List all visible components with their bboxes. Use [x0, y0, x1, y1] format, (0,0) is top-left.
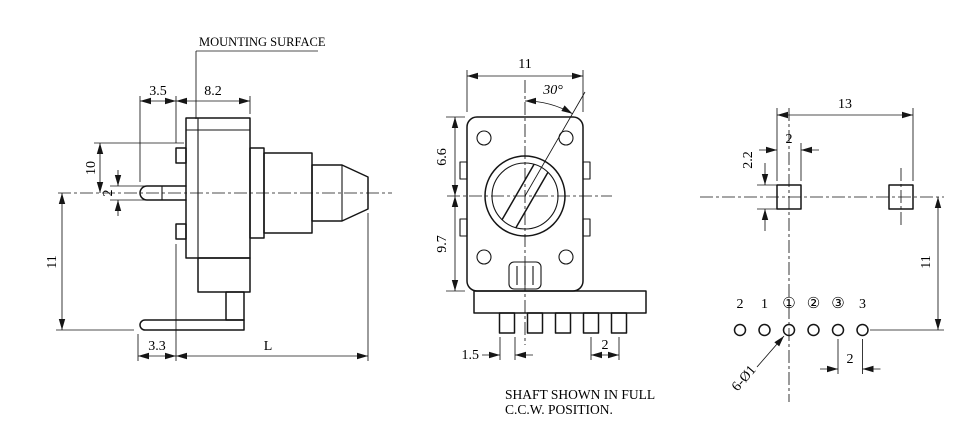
- dim-label: 11: [45, 255, 60, 268]
- dim-label: 13: [838, 97, 852, 112]
- side-view-body: [58, 117, 392, 331]
- front-view: 30° 11 6.6 9.7 1.5 2: [435, 57, 655, 417]
- terminal-pin: [582, 312, 600, 334]
- corner-hole: [558, 249, 574, 265]
- terminal-label: ②: [807, 294, 820, 312]
- terminal-hole: [782, 323, 796, 337]
- side-tab: [582, 218, 591, 237]
- dim-2-front: 2: [590, 337, 620, 360]
- mounting-surface-callout: MOUNTING SURFACE: [195, 35, 326, 119]
- terminal-label: ①: [782, 294, 795, 312]
- corner-hole: [476, 249, 492, 265]
- angle-reference-line: [524, 91, 586, 197]
- dim-label: 2: [847, 352, 854, 367]
- dim-11-right: 11: [870, 197, 944, 331]
- dim-label: 2: [786, 132, 793, 147]
- dim-label: 1.5: [462, 348, 480, 363]
- angle-arc: [524, 97, 573, 115]
- terminal-hole: [733, 323, 747, 337]
- terminal-labels: 2 1 ① ② ③ 3: [737, 294, 867, 312]
- front-view-body: [447, 80, 647, 345]
- dim-9-7: 9.7: [435, 196, 465, 292]
- dim-label: 11: [518, 57, 531, 72]
- pcb-layout-view: 13 2 2.2 11 2: [700, 97, 944, 402]
- dim-label: 3.5: [149, 84, 167, 99]
- slot-edge: [501, 163, 535, 221]
- dim-L: L: [176, 213, 369, 361]
- dim-8-2: 8.2: [176, 84, 251, 114]
- dim-label: 2.2: [741, 151, 756, 169]
- dim-3-5: 3.5: [139, 84, 177, 182]
- dim-label: 3.3: [148, 339, 166, 354]
- mounting-tab-lower: [175, 223, 187, 240]
- leader-line: [756, 335, 785, 368]
- dim-2-side: 2: [101, 170, 145, 216]
- dim-2-top: 2: [759, 132, 819, 181]
- terminal-label: ③: [831, 294, 844, 312]
- dim-2-2: 2.2: [741, 151, 777, 231]
- terminal-pin: [610, 312, 628, 334]
- note-line-1: SHAFT SHOWN IN FULL: [505, 387, 655, 402]
- dim-2-bottom: 2: [820, 339, 881, 374]
- side-tab: [459, 161, 468, 180]
- dim-label: 9.7: [435, 235, 450, 253]
- terminal-base: [473, 290, 647, 314]
- terminal-pin: [554, 312, 572, 334]
- dim-13: 13: [776, 97, 914, 181]
- terminal-label: 2: [737, 297, 744, 312]
- slot-edge: [515, 171, 549, 229]
- angle-30-indicator: 30°: [524, 83, 586, 197]
- side-tab: [459, 218, 468, 237]
- terminal-label: 1: [761, 297, 768, 312]
- hole-callout-label: 6-Ø1: [729, 363, 759, 395]
- body-outline: [185, 117, 251, 259]
- dim-label: 11: [919, 255, 934, 268]
- mounting-pad-right: [888, 184, 914, 210]
- dim-label: 8.2: [204, 84, 222, 99]
- angle-label: 30°: [542, 83, 563, 98]
- dim-label: 2: [101, 190, 116, 197]
- dim-6-6: 6.6: [435, 116, 465, 196]
- terminal-hole: [758, 323, 771, 337]
- lower-block: [197, 257, 251, 293]
- terminal-pin: [498, 312, 516, 334]
- dim-label: 2: [602, 338, 609, 353]
- terminal-hole: [807, 323, 820, 337]
- terminal-pin: [526, 312, 544, 334]
- terminal-hole: [831, 323, 845, 337]
- terminal-stem: [225, 291, 245, 321]
- side-tab: [582, 161, 591, 180]
- corner-hole: [476, 130, 492, 146]
- dim-10: 10: [84, 142, 184, 193]
- mounting-pad-left: [776, 184, 802, 210]
- dim-label: L: [264, 339, 273, 354]
- dim-label: 6.6: [435, 148, 450, 166]
- corner-hole: [558, 130, 574, 146]
- terminal-hole: [856, 323, 869, 337]
- note-line-2: C.C.W. POSITION.: [505, 402, 613, 417]
- dim-1-5: 1.5: [462, 337, 533, 363]
- side-view: MOUNTING SURFACE 3.5: [45, 35, 392, 361]
- mounting-surface-label: MOUNTING SURFACE: [199, 35, 326, 49]
- terminal-label: 3: [859, 297, 866, 312]
- dim-11-side: 11: [45, 193, 134, 331]
- mounting-tab-upper: [175, 147, 187, 164]
- adjust-slot: [501, 163, 549, 229]
- dim-11-front: 11: [466, 57, 584, 112]
- shaft-position-note: SHAFT SHOWN IN FULL C.C.W. POSITION.: [505, 387, 655, 417]
- hole-size-callout: 6-Ø1: [729, 335, 785, 395]
- dim-label: 10: [84, 161, 99, 175]
- dim-3-3: 3.3: [137, 244, 177, 361]
- terminal-holes: [733, 323, 869, 337]
- terminal-foot: [139, 319, 245, 331]
